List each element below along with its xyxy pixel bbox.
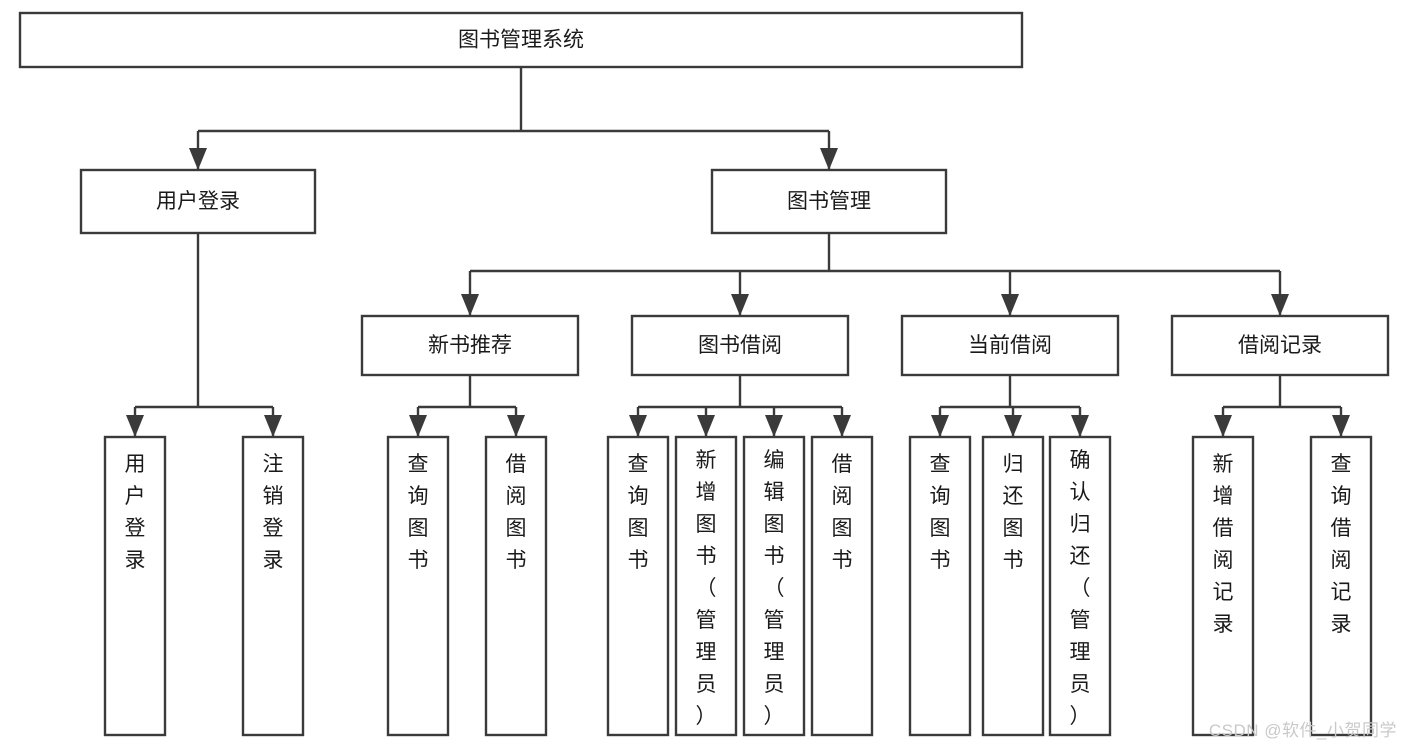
node-label-leaf-confirm-return-admin: 确认归还（管理员）	[1070, 449, 1091, 728]
node-label-user-login: 用户登录	[156, 190, 240, 213]
node-leaf-add-book-admin[interactable]: 新增图书（管理员）	[674, 435, 738, 737]
node-leaf-query-book-borrow[interactable]: 查询图书	[606, 435, 670, 737]
node-box-leaf-borrow-book	[810, 435, 874, 737]
node-label-leaf-borrow-book: 借阅图书	[832, 453, 853, 572]
node-label-leaf-user-login: 用户登录	[125, 453, 146, 572]
node-leaf-query-borrow-record[interactable]: 查询借阅记录	[1309, 435, 1373, 737]
arrow-head-icon-bookborrow-3	[833, 415, 851, 437]
node-label-new-book-recommend: 新书推荐	[428, 334, 512, 357]
arrow-head-icon-bookborrow-0	[629, 415, 647, 437]
csdn-watermark: CSDN @软件_小贺同学	[1208, 721, 1397, 740]
arrow-head-icon-bookmgmt-1	[731, 294, 749, 316]
connector-layer	[126, 67, 1350, 437]
node-layer: 图书管理系统用户登录图书管理新书推荐图书借阅当前借阅借阅记录用户登录注销登录查询…	[18, 11, 1390, 737]
node-box-leaf-query-borrow-record	[1309, 435, 1373, 737]
node-box-user-login	[79, 168, 317, 235]
node-box-leaf-query-book-recommend	[386, 435, 450, 737]
node-box-current-borrow	[900, 314, 1120, 377]
node-label-leaf-query-book-current: 查询图书	[930, 453, 951, 572]
node-label-leaf-query-book-recommend: 查询图书	[408, 453, 429, 572]
arrow-head-icon-recommend-1	[507, 415, 525, 437]
node-box-leaf-logout	[241, 435, 305, 737]
node-leaf-user-login[interactable]: 用户登录	[103, 435, 167, 737]
node-box-leaf-add-borrow-record	[1191, 435, 1255, 737]
node-new-book-recommend[interactable]: 新书推荐	[360, 314, 580, 377]
node-leaf-edit-book-admin[interactable]: 编辑图书（管理员）	[742, 435, 806, 737]
node-label-leaf-edit-book-admin: 编辑图书（管理员）	[764, 449, 785, 728]
node-leaf-borrow-book[interactable]: 借阅图书	[810, 435, 874, 737]
arrow-head-icon-root-1	[820, 148, 838, 170]
arrow-head-icon-currentborrow-1	[1004, 415, 1022, 437]
node-label-book-borrow: 图书借阅	[698, 334, 782, 357]
node-book-borrow[interactable]: 图书借阅	[630, 314, 850, 377]
node-label-leaf-return-book: 归还图书	[1003, 453, 1024, 572]
arrow-head-icon-userlogin-0	[126, 415, 144, 437]
node-user-login[interactable]: 用户登录	[79, 168, 317, 235]
node-label-book-management: 图书管理	[787, 190, 871, 213]
node-box-leaf-borrow-book-recommend	[484, 435, 548, 737]
node-book-management[interactable]: 图书管理	[710, 168, 948, 235]
node-label-leaf-logout: 注销登录	[263, 453, 284, 572]
arrow-head-icon-root-0	[189, 148, 207, 170]
node-box-new-book-recommend	[360, 314, 580, 377]
node-label-leaf-add-book-admin: 新增图书（管理员）	[696, 449, 717, 728]
node-root[interactable]: 图书管理系统	[18, 11, 1024, 69]
node-label-borrow-record: 借阅记录	[1238, 334, 1322, 357]
node-box-leaf-query-book-borrow	[606, 435, 670, 737]
node-label-leaf-query-borrow-record: 查询借阅记录	[1331, 453, 1352, 636]
arrow-head-icon-recommend-0	[409, 415, 427, 437]
node-leaf-return-book[interactable]: 归还图书	[981, 435, 1045, 737]
node-leaf-borrow-book-recommend[interactable]: 借阅图书	[484, 435, 548, 737]
node-label-leaf-query-book-borrow: 查询图书	[628, 453, 649, 572]
node-leaf-query-book-current[interactable]: 查询图书	[908, 435, 972, 737]
node-box-leaf-add-book-admin	[674, 435, 738, 737]
arrow-head-icon-bookmgmt-0	[461, 294, 479, 316]
arrow-head-icon-borrowrecord-0	[1214, 415, 1232, 437]
node-current-borrow[interactable]: 当前借阅	[900, 314, 1120, 377]
arrow-head-icon-bookborrow-2	[765, 415, 783, 437]
node-box-leaf-return-book	[981, 435, 1045, 737]
node-leaf-query-book-recommend[interactable]: 查询图书	[386, 435, 450, 737]
arrow-head-icon-bookmgmt-2	[1001, 294, 1019, 316]
arrow-head-icon-currentborrow-0	[931, 415, 949, 437]
node-label-current-borrow: 当前借阅	[968, 334, 1052, 357]
arrow-head-icon-userlogin-1	[264, 415, 282, 437]
node-label-leaf-add-borrow-record: 新增借阅记录	[1213, 453, 1234, 636]
node-box-borrow-record	[1170, 314, 1390, 377]
arrow-head-icon-currentborrow-2	[1071, 415, 1089, 437]
node-leaf-confirm-return-admin[interactable]: 确认归还（管理员）	[1048, 435, 1112, 737]
node-label-root: 图书管理系统	[458, 29, 584, 52]
node-box-leaf-confirm-return-admin	[1048, 435, 1112, 737]
node-label-leaf-borrow-book-recommend: 借阅图书	[506, 453, 527, 572]
node-leaf-add-borrow-record[interactable]: 新增借阅记录	[1191, 435, 1255, 737]
arrow-head-icon-borrowrecord-1	[1332, 415, 1350, 437]
node-box-book-management	[710, 168, 948, 235]
node-box-root	[18, 11, 1024, 69]
node-box-book-borrow	[630, 314, 850, 377]
node-box-leaf-query-book-current	[908, 435, 972, 737]
arrow-head-icon-bookborrow-1	[697, 415, 715, 437]
node-leaf-logout[interactable]: 注销登录	[241, 435, 305, 737]
node-box-leaf-edit-book-admin	[742, 435, 806, 737]
node-box-leaf-user-login	[103, 435, 167, 737]
node-borrow-record[interactable]: 借阅记录	[1170, 314, 1390, 377]
arrow-head-icon-bookmgmt-3	[1271, 294, 1289, 316]
